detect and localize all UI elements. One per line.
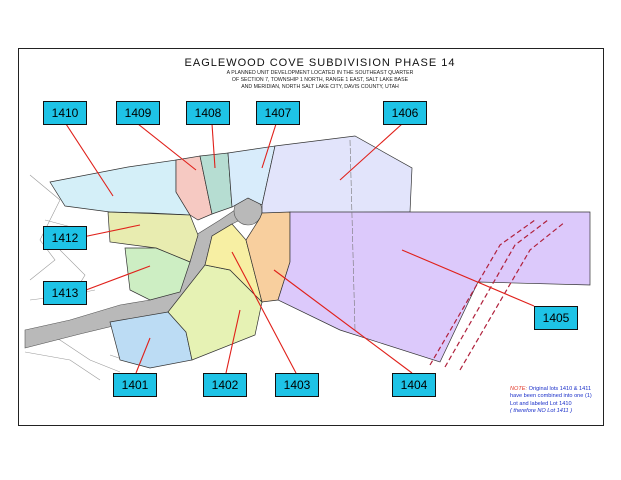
subtitle-line-3: AND MERIDIAN, NORTH SALT LAKE CITY, DAVI…: [241, 84, 399, 90]
leader-1405: [401, 249, 535, 307]
map-title: EAGLEWOOD COVE SUBDIVISION PHASE 14: [184, 57, 456, 69]
leader-1401: [135, 337, 151, 374]
note-heading: NOTE:: [510, 386, 528, 392]
subtitle-line-1: A PLANNED UNIT DEVELOPMENT LOCATED IN TH…: [226, 70, 414, 76]
callout-lot-1409: 1409: [116, 101, 160, 125]
subtitle-line-2: OF SECTION 7, TOWNSHIP 1 NORTH, RANGE 1 …: [231, 77, 409, 83]
leader-lines: [65, 123, 535, 374]
callout-lot-1405: 1405: [534, 306, 578, 330]
lot-1406: [261, 135, 413, 214]
lot-1413: [124, 247, 191, 301]
leader-1402: [225, 309, 241, 374]
callout-lot-1403: 1403: [275, 373, 319, 397]
leader-1413: [77, 265, 151, 294]
note-footer: ( therefore NO Lot 1411 ): [510, 407, 573, 414]
leader-1410: [65, 123, 114, 197]
leader-1403: [231, 251, 297, 374]
lot-1410: [49, 159, 191, 216]
leader-1406: [339, 123, 403, 181]
callout-lot-1407: 1407: [256, 101, 300, 125]
callout-lot-1401: 1401: [113, 373, 157, 397]
note-text: Original lots 1410 & 1411 have been comb…: [510, 386, 592, 407]
lot-1405: [277, 211, 591, 363]
easement-lines: [429, 219, 566, 371]
leader-1409: [137, 123, 197, 171]
leader-1412: [77, 224, 141, 239]
callout-lot-1408: 1408: [186, 101, 230, 125]
callout-lot-1402: 1402: [203, 373, 247, 397]
leader-1404: [273, 269, 413, 374]
leader-1407: [261, 123, 277, 169]
callout-lot-1404: 1404: [392, 373, 436, 397]
callout-lot-1406: 1406: [383, 101, 427, 125]
callout-lot-1412: 1412: [43, 226, 87, 250]
callout-lot-1410: 1410: [43, 101, 87, 125]
leader-1408: [211, 123, 216, 169]
callout-lot-1413: 1413: [43, 281, 87, 305]
lot-1407: [227, 145, 276, 208]
map-note: NOTE: Original lots 1410 & 1411 have bee…: [510, 386, 600, 415]
